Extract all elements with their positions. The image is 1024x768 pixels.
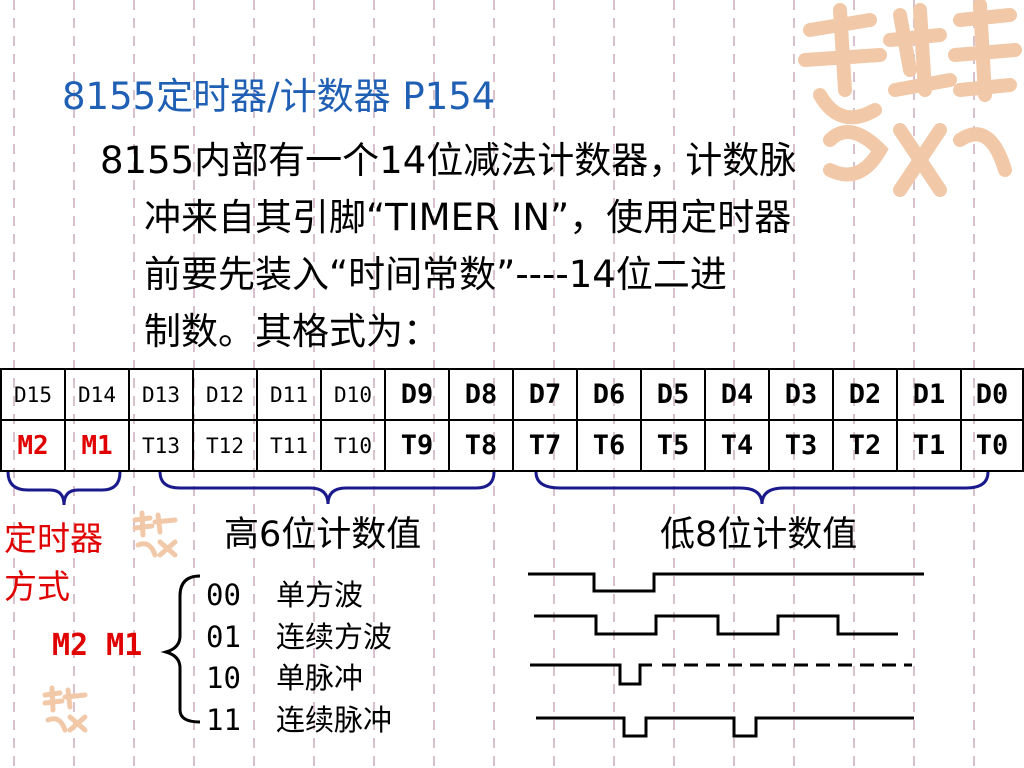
single-square-wave [528,572,924,593]
body-line: 制数。其格式为： [144,310,440,353]
table-cell: D9 [384,368,450,421]
continuous-pulse-wave [536,716,914,738]
table-cell: T3 [768,419,834,472]
table-cell: T0 [960,419,1024,472]
table-cell: T7 [512,419,578,472]
timer-mode-label: 定时器 [4,519,103,558]
body-line: 8155内部有一个14位减法计数器，计数脉 [100,139,797,182]
mode-code: 00 [206,578,241,612]
m2m1-label: M2 M1 [52,628,143,663]
small-seal-icon [132,510,178,558]
table-cell: D13 [128,368,194,421]
continuous-square-wave [534,614,898,636]
table-cell: D6 [576,368,642,421]
mode-name: 连续方波 [276,620,393,654]
low-bits-label: 低8位计数值 [660,515,858,555]
table-cell: D8 [448,368,514,421]
slide-title: 8155定时器/计数器 P154 [62,75,496,118]
table-cell: T6 [576,419,642,472]
table-cell: T8 [448,419,514,472]
mode-code: 11 [206,703,241,737]
table-cell: T13 [128,419,194,472]
table-cell: D4 [704,368,770,421]
mode-item: 00 单方波 [206,572,363,614]
mode-name: 单方波 [276,578,364,612]
table-cell: D7 [512,368,578,421]
table-cell: D15 [0,368,66,421]
timer-mode-label: 方式 [4,567,70,606]
mode-bit-cell: M1 [64,419,130,472]
small-seal-icon [42,685,88,733]
table-cell: T9 [384,419,450,472]
mode-item: 10 单脉冲 [206,655,363,697]
bit-format-table: D15 D14 D13 D12 D11 D10 D9 D8 D7 D6 D5 D… [0,368,1024,472]
single-pulse-wave [530,663,652,686]
table-cell: T1 [896,419,962,472]
mode-code: 10 [206,661,241,695]
mode-bit-cell: M2 [0,419,66,472]
table-cell: D1 [896,368,962,421]
mode-code: 01 [206,620,241,654]
mode-brace-icon [160,574,201,724]
table-cell: D14 [64,368,130,421]
table-row: D15 D14 D13 D12 D11 D10 D9 D8 D7 D6 D5 D… [0,368,1024,421]
table-cell: D3 [768,368,834,421]
mode-name: 连续脉冲 [276,703,393,737]
table-cell: D5 [640,368,706,421]
body-paragraph: 8155内部有一个14位减法计数器，计数脉 冲来自其引脚“TIMER IN”，使… [100,132,960,360]
table-cell: T11 [256,419,322,472]
table-cell: T12 [192,419,258,472]
mode-item: 11 连续脉冲 [206,697,392,739]
table-cell: T10 [320,419,386,472]
high-bits-brace [158,471,496,505]
body-line: 冲来自其引脚“TIMER IN”，使用定时器 [144,196,792,239]
table-cell: D12 [192,368,258,421]
table-row: M2 M1 T13 T12 T11 T10 T9 T8 T7 T6 T5 T4 … [0,419,1024,472]
high-bits-label: 高6位计数值 [224,515,422,555]
body-line: 前要先装入“时间常数”----14位二进 [144,253,727,296]
table-cell: D10 [320,368,386,421]
table-cell: T4 [704,419,770,472]
table-cell: T2 [832,419,898,472]
table-cell: T5 [640,419,706,472]
table-cell: D11 [256,368,322,421]
mode-name: 单脉冲 [276,661,364,695]
mode-bits-brace [6,471,122,506]
low-bits-brace [534,471,990,505]
table-cell: D0 [960,368,1024,421]
table-cell: D2 [832,368,898,421]
mode-item: 01 连续方波 [206,614,392,656]
